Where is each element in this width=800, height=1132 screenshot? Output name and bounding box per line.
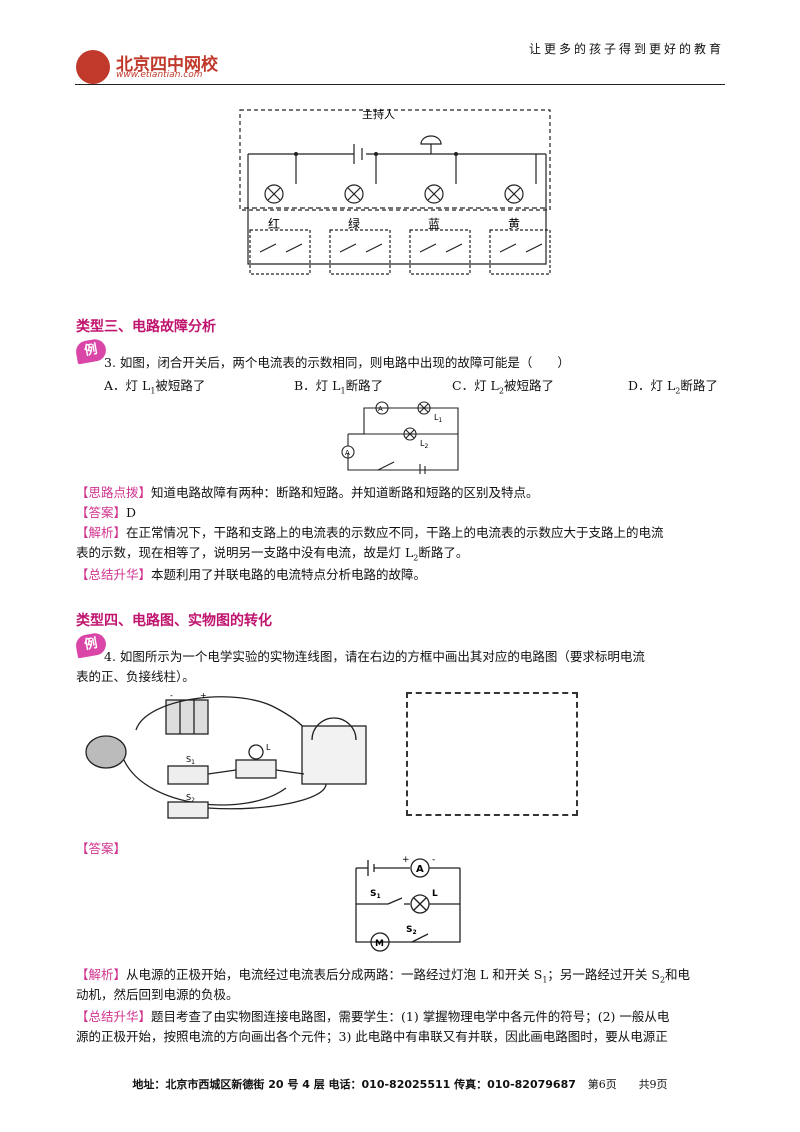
page-footer: 地址：北京市西城区新德街 20 号 4 层 电话：010-82025511 传真…: [0, 1076, 800, 1092]
logo-url: www.etiantian.com: [116, 70, 203, 80]
summary-3: 【总结升华】本题利用了并联电路的电流特点分析电路的故障。: [76, 567, 427, 582]
svg-text:S1: S1: [186, 755, 195, 766]
question-3: 3. 如图，闭合开关后，两个电流表的示数相同，则电路中出现的故障可能是（ ）: [104, 355, 570, 370]
svg-text:-: -: [170, 691, 173, 700]
svg-text:L: L: [432, 889, 438, 899]
svg-text:+: +: [402, 856, 410, 865]
host-circuit-figure: 主持人 红 绿 蓝 黄: [239, 107, 551, 275]
question-4-line2: 表的正、负接线柱）。: [76, 669, 195, 684]
hint-3: 【思路点拨】知道电路故障有两种：断路和短路。并知道断路和短路的区别及特点。: [76, 485, 539, 500]
section-3-title: 类型三、电路故障分析: [76, 319, 216, 335]
question-4-line1: 4. 如图所示为一个电学实验的实物连线图，请在右边的方框中画出其对应的电路图（要…: [104, 649, 645, 664]
svg-text:S2: S2: [406, 925, 417, 936]
label-l2: L2: [420, 439, 428, 450]
analysis-4-line2: 动机，然后回到电源的负极。: [76, 987, 239, 1002]
header-slogan: 让更多的孩子得到更好的教育: [528, 42, 724, 56]
lamp-label-blue: 蓝: [428, 217, 440, 231]
footer-page: 第6页: [587, 1078, 617, 1091]
example-badge: 例: [74, 631, 108, 659]
host-label: 主持人: [362, 107, 395, 121]
svg-text:A: A: [378, 405, 383, 413]
header-divider: [75, 84, 725, 85]
footer-address: 地址：北京市西城区新德街 20 号 4 层 电话：010-82025511 传真…: [132, 1078, 576, 1091]
physical-circuit-figure: - + S1 S2 L: [85, 691, 367, 819]
analysis-3-line2: 表的示数，现在相等了，说明另一支路中没有电流，故是灯 L2断路了。: [76, 545, 469, 563]
label-l1: L1: [434, 413, 442, 424]
svg-text:+: +: [200, 691, 207, 700]
summary-4-line2: 源的正极开始，按照电流的方向画出各个元件；3) 此电路中有串联又有并联，因此画电…: [76, 1029, 668, 1044]
logo-icon: [76, 50, 110, 84]
answer-4-tag: 【答案】: [76, 841, 127, 856]
lamp-label-yellow: 黄: [508, 217, 520, 231]
svg-text:L: L: [266, 743, 271, 752]
svg-text:A: A: [416, 864, 424, 875]
lamp-label-red: 红: [268, 216, 280, 231]
logo-text: 北京四中网校: [116, 55, 218, 75]
example-badge: 例: [74, 337, 108, 365]
footer-total: 共9页: [638, 1078, 668, 1091]
svg-text:S1: S1: [370, 889, 381, 900]
svg-text:A: A: [345, 449, 350, 457]
summary-4-line1: 【总结升华】题目考查了由实物图连接电路图，需要学生：(1) 掌握物理电学中各元件…: [76, 1009, 670, 1024]
section-4-title: 类型四、电路图、实物图的转化: [76, 613, 272, 629]
answer-3: 【答案】D: [76, 505, 137, 520]
svg-text:S2: S2: [186, 793, 195, 804]
analysis-4-line1: 【解析】从电源的正极开始，电流经过电流表后分成两路：一路经过灯泡 L 和开关 S…: [76, 967, 691, 985]
answer-drawing-box: [406, 692, 578, 816]
svg-text:-: -: [432, 856, 435, 865]
lamp-label-green: 绿: [348, 216, 360, 231]
ammeter-circuit-figure: A A L1 L2: [341, 401, 459, 474]
analysis-3-line1: 【解析】在正常情况下，干路和支路上的电流表的示数应不同，干路上的电流表的示数应大…: [76, 525, 664, 540]
svg-text:M: M: [375, 939, 384, 949]
answer-circuit-diagram: A + - S1 L M S2: [355, 856, 461, 952]
